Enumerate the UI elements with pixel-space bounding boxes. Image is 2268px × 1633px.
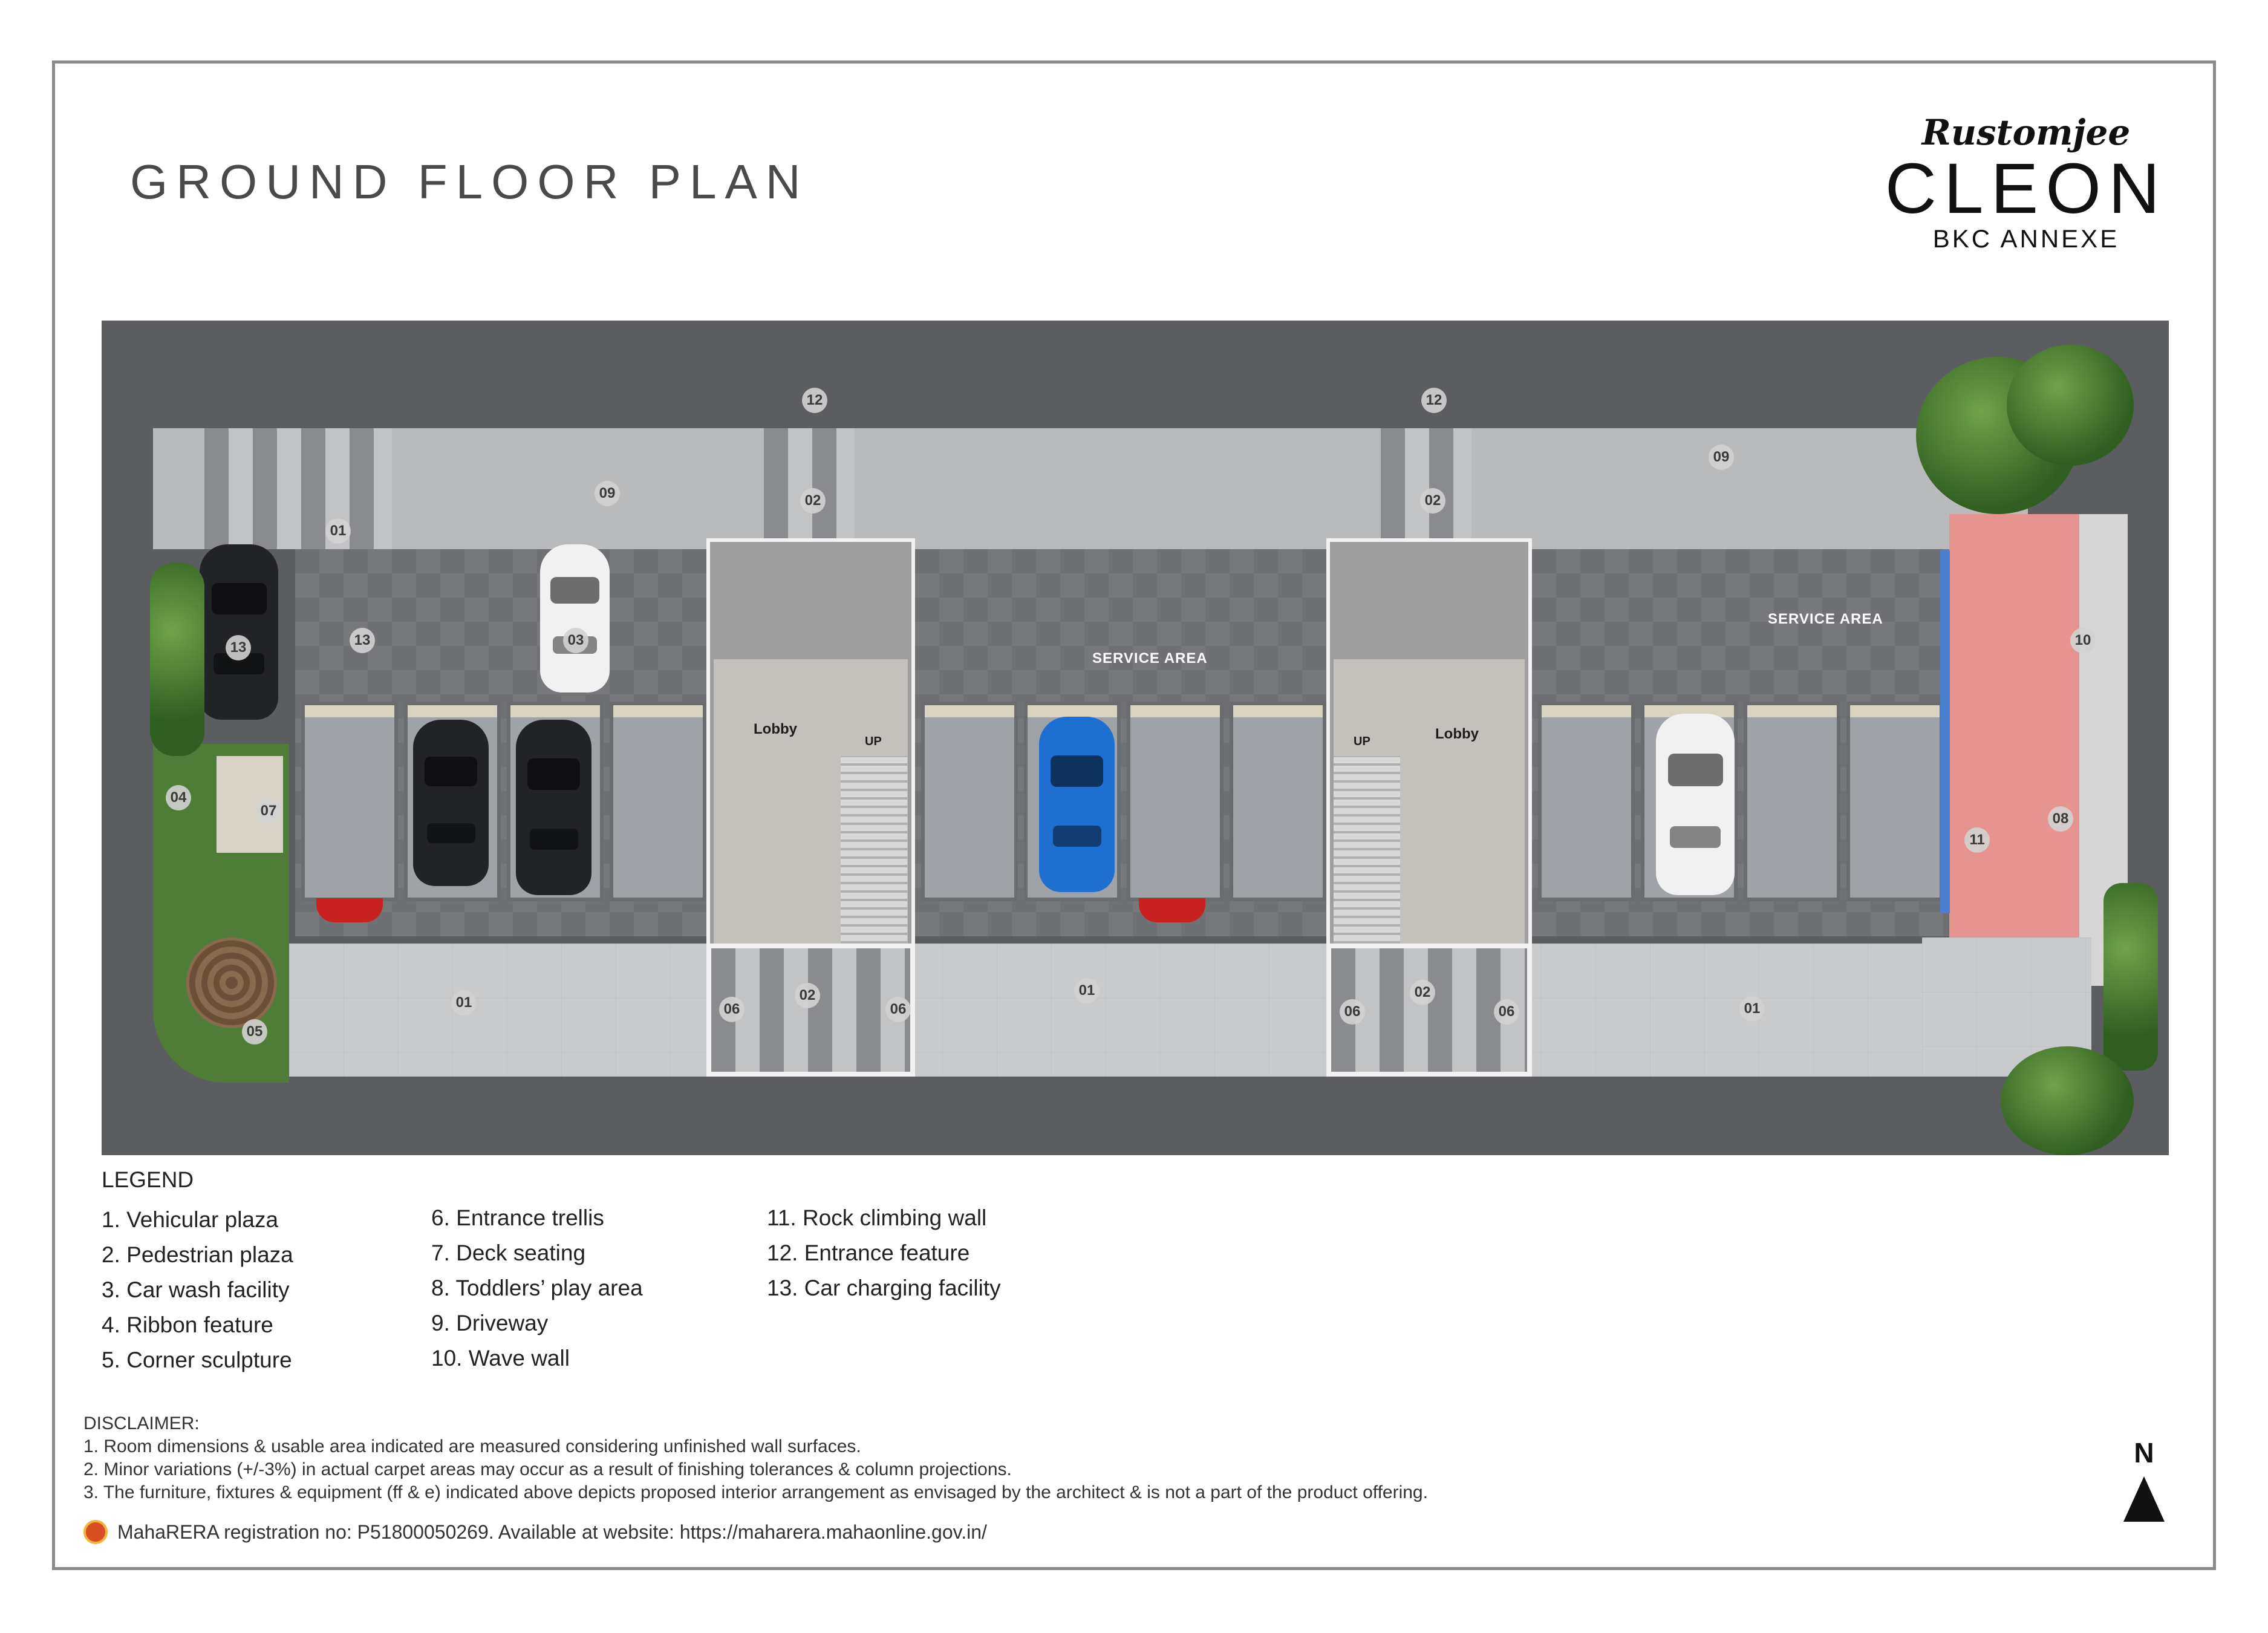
marker-ribbon-feature: 04 bbox=[166, 785, 191, 810]
brand-location: BKC ANNEXE bbox=[1932, 224, 2120, 253]
parking-slot bbox=[1538, 702, 1635, 901]
brand-project: CLEON bbox=[1885, 149, 2168, 229]
marker-rock-climbing: 11 bbox=[1964, 827, 1990, 853]
tree bbox=[2103, 883, 2158, 1071]
north-arrow-icon bbox=[2123, 1476, 2165, 1522]
marker-wave-wall: 10 bbox=[2070, 628, 2096, 653]
legend-item: 7. Deck seating bbox=[431, 1240, 586, 1265]
marker-entrance-trellis: 06 bbox=[885, 997, 911, 1022]
marker-entrance-trellis: 06 bbox=[719, 997, 745, 1022]
legend: LEGEND 1. Vehicular plaza 2. Pedestrian … bbox=[102, 1167, 1130, 1385]
marker-entrance-feature: 12 bbox=[802, 388, 827, 413]
service-area-label: SERVICE AREA bbox=[1768, 611, 1883, 627]
legend-item: 10. Wave wall bbox=[431, 1346, 570, 1371]
page-title: GROUND FLOOR PLAN bbox=[130, 155, 809, 209]
red-car-rear bbox=[1139, 898, 1205, 922]
parking-slot bbox=[1127, 702, 1224, 901]
marker-car-wash: 03 bbox=[563, 628, 588, 653]
marker-pedestrian-plaza: 02 bbox=[795, 983, 820, 1008]
north-compass: N bbox=[2120, 1436, 2168, 1522]
disclaimer: DISCLAIMER: 1. Room dimensions & usable … bbox=[83, 1412, 1898, 1504]
marker-driveway: 09 bbox=[1709, 445, 1734, 470]
legend-item: 13. Car charging facility bbox=[767, 1276, 1001, 1300]
legend-item: 11. Rock climbing wall bbox=[767, 1205, 987, 1230]
brand-name: Rustomjee bbox=[1921, 112, 2131, 153]
parking-slot bbox=[1846, 702, 1943, 901]
marker-driveway: 09 bbox=[595, 481, 620, 506]
legend-item: 6. Entrance trellis bbox=[431, 1205, 604, 1230]
legend-title: LEGEND bbox=[102, 1167, 194, 1192]
legend-item: 1. Vehicular plaza bbox=[102, 1207, 279, 1232]
vehicular-plaza bbox=[289, 944, 2043, 1077]
tree bbox=[2001, 1046, 2134, 1155]
maharera-logo-icon bbox=[83, 1520, 108, 1544]
lobby-label: Lobby bbox=[754, 721, 797, 737]
marker-entrance-trellis: 06 bbox=[1494, 999, 1519, 1025]
entrance-stripes-west bbox=[204, 428, 392, 549]
corner-sculpture bbox=[186, 937, 277, 1028]
floor-plan-render: SERVICE AREA SERVICE AREA Lobby Lobby UP… bbox=[102, 321, 2169, 1155]
staircase-east bbox=[1334, 756, 1400, 950]
brand-logo: Rustomjee CLEON BKC ANNEXE bbox=[1875, 112, 2177, 253]
legend-column: 11. Rock climbing wall 12. Entrance feat… bbox=[767, 1201, 1001, 1306]
staircase-west bbox=[841, 756, 907, 950]
service-area-label: SERVICE AREA bbox=[1092, 650, 1208, 667]
legend-item: 8. Toddlers’ play area bbox=[431, 1276, 643, 1300]
marker-vehicular-plaza: 01 bbox=[1074, 978, 1100, 1003]
parking-slot bbox=[301, 702, 398, 901]
legend-item: 3. Car wash facility bbox=[102, 1277, 290, 1302]
page-frame bbox=[52, 60, 2216, 1570]
marker-vehicular-plaza: 01 bbox=[1739, 996, 1765, 1022]
red-car-rear bbox=[316, 898, 383, 922]
legend-item: 2. Pedestrian plaza bbox=[102, 1242, 293, 1267]
marker-deck-seating: 07 bbox=[256, 798, 281, 824]
stair-up-label: UP bbox=[865, 735, 882, 748]
marker-vehicular-plaza: 01 bbox=[325, 518, 351, 544]
marker-entrance-trellis: 06 bbox=[1340, 999, 1365, 1025]
rock-climbing-wall bbox=[1940, 550, 1950, 913]
marker-pedestrian-plaza: 02 bbox=[1410, 980, 1435, 1005]
car-blue bbox=[1039, 717, 1115, 892]
marker-car-charging: 13 bbox=[226, 635, 251, 660]
tree bbox=[2007, 345, 2134, 466]
disclaimer-line: 1. Room dimensions & usable area indicat… bbox=[83, 1436, 861, 1456]
disclaimer-line: 2. Minor variations (+/-3%) in actual ca… bbox=[83, 1459, 1012, 1479]
car-black bbox=[413, 720, 489, 886]
parking-slot bbox=[1744, 702, 1840, 901]
rera-text: MahaRERA registration no: P51800050269. … bbox=[117, 1521, 987, 1543]
driveway bbox=[153, 428, 2028, 549]
legend-item: 4. Ribbon feature bbox=[102, 1312, 273, 1337]
pedestrian-path-2 bbox=[1381, 428, 1471, 549]
parking-slot bbox=[1230, 702, 1326, 901]
car-black bbox=[200, 544, 278, 720]
marker-pedestrian-plaza: 02 bbox=[1420, 488, 1445, 513]
legend-column: 6. Entrance trellis 7. Deck seating 8. T… bbox=[431, 1201, 643, 1376]
marker-car-charging: 13 bbox=[350, 628, 375, 653]
car-white bbox=[1656, 714, 1735, 895]
stair-up-label: UP bbox=[1354, 735, 1370, 748]
marker-pedestrian-plaza: 02 bbox=[800, 488, 826, 513]
toddlers-play-area bbox=[1949, 514, 2085, 937]
lobby-label: Lobby bbox=[1435, 726, 1479, 742]
parking-slot bbox=[610, 702, 706, 901]
marker-corner-sculpture: 05 bbox=[242, 1019, 267, 1045]
marker-vehicular-plaza: 01 bbox=[451, 990, 477, 1015]
north-label: N bbox=[2134, 1437, 2154, 1468]
legend-item: 9. Driveway bbox=[431, 1311, 549, 1335]
east-plaza bbox=[1922, 937, 2091, 1077]
marker-entrance-feature: 12 bbox=[1421, 388, 1447, 413]
disclaimer-line: 3. The furniture, fixtures & equipment (… bbox=[83, 1482, 1428, 1502]
disclaimer-title: DISCLAIMER: bbox=[83, 1413, 200, 1433]
rera-registration: MahaRERA registration no: P51800050269. … bbox=[83, 1520, 987, 1544]
legend-column: 1. Vehicular plaza 2. Pedestrian plaza 3… bbox=[102, 1202, 293, 1378]
car-white bbox=[540, 544, 610, 693]
legend-item: 12. Entrance feature bbox=[767, 1240, 970, 1265]
legend-item: 5. Corner sculpture bbox=[102, 1348, 292, 1372]
car-black bbox=[516, 720, 591, 895]
hedge bbox=[150, 562, 204, 756]
parking-slot bbox=[921, 702, 1018, 901]
marker-play-area: 08 bbox=[2048, 806, 2073, 832]
